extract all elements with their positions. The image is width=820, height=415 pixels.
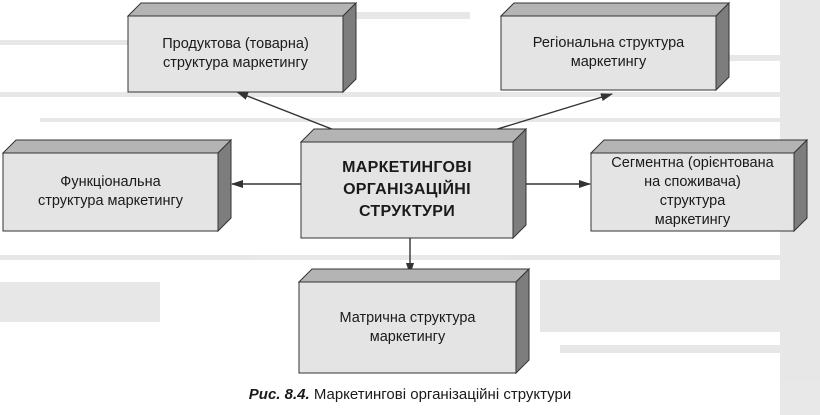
node-segment-line1: Сегментна (орієнтована <box>611 155 774 171</box>
center-line1: МАРКЕТИНГОВІ <box>342 159 472 176</box>
node-regional-line2: маркетингу <box>570 54 647 70</box>
node-matrix-line1: Матрична структура <box>339 309 476 326</box>
caption-text: Маркетингові організаційні структури <box>313 386 572 403</box>
node-regional: Регіональна структура маркетингу <box>501 16 716 90</box>
figure-caption: Рис. 8.4. Маркетингові організаційні стр… <box>0 386 820 403</box>
node-regional-line1: Регіональна структура <box>532 35 685 51</box>
node-functional-line1: Функціональна <box>60 174 161 190</box>
node-matrix-line2: маркетингу <box>369 328 446 345</box>
node-functional: Функціональна структура маркетингу <box>3 153 218 231</box>
node-product-line1: Продуктова (товарна) <box>162 36 309 52</box>
box-center-shape <box>300 128 527 240</box>
node-matrix: Матрична структура маркетингу <box>299 282 516 373</box>
box-functional-shape <box>2 139 232 233</box>
box-matrix-shape <box>298 268 530 375</box>
box-segment-shape <box>590 139 808 233</box>
center-line3: СТРУКТУРИ <box>358 203 456 220</box>
node-product-line2: структура маркетингу <box>162 55 309 71</box>
box-regional-shape <box>500 2 730 92</box>
node-functional-line2: структура маркетингу <box>37 193 184 209</box>
node-product: Продуктова (товарна) структура маркетингу <box>128 16 343 92</box>
node-segment-line3: маркетингу <box>654 212 731 228</box>
center-line2: ОРГАНІЗАЦІЙНІ <box>343 181 471 198</box>
caption-label: Рис. 8.4. <box>248 386 310 403</box>
node-center: МАРКЕТИНГОВІ ОРГАНІЗАЦІЙНІ СТРУКТУРИ <box>301 142 513 238</box>
node-segment-line2: на споживача) структура <box>644 174 741 209</box>
box-product-shape <box>127 2 357 94</box>
node-segment: Сегментна (орієнтована на споживача) стру… <box>591 153 794 231</box>
